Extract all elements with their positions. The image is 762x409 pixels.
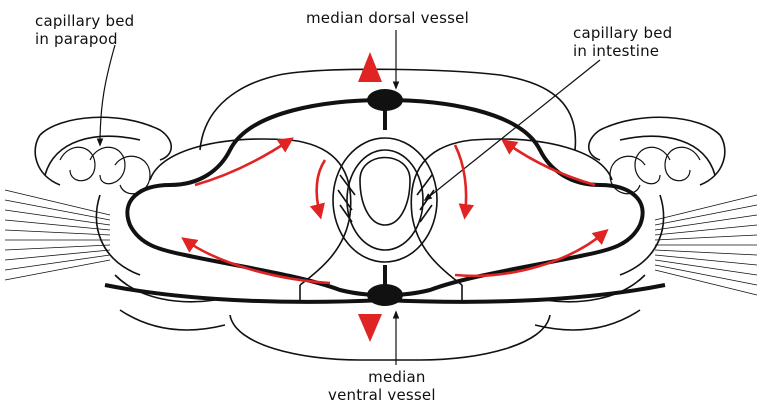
capillary-bed-parapod-left [60, 147, 150, 193]
label-capillary-bed-intestine: capillary bed in intestine [573, 24, 672, 60]
flow-arrow-left-down [317, 160, 325, 215]
chaetae-right [655, 195, 757, 295]
blood-vessels [105, 100, 665, 302]
median-ventral-vessel [367, 284, 403, 306]
label-median-ventral-vessel: median ventral vessel [328, 368, 436, 404]
pointer-capillary-parapod [100, 45, 115, 145]
flow-arrow-right-down [455, 145, 466, 215]
ventral-direction-arrow [358, 314, 382, 342]
dorsal-direction-arrow [358, 52, 382, 82]
intestine [333, 138, 437, 262]
flow-arrow-upper-left [195, 140, 290, 185]
label-median-dorsal-vessel: median dorsal vessel [306, 9, 469, 27]
chaetae-left [5, 190, 110, 280]
median-dorsal-vessel [367, 89, 403, 111]
label-capillary-bed-parapod: capillary bed in parapod [35, 12, 134, 48]
